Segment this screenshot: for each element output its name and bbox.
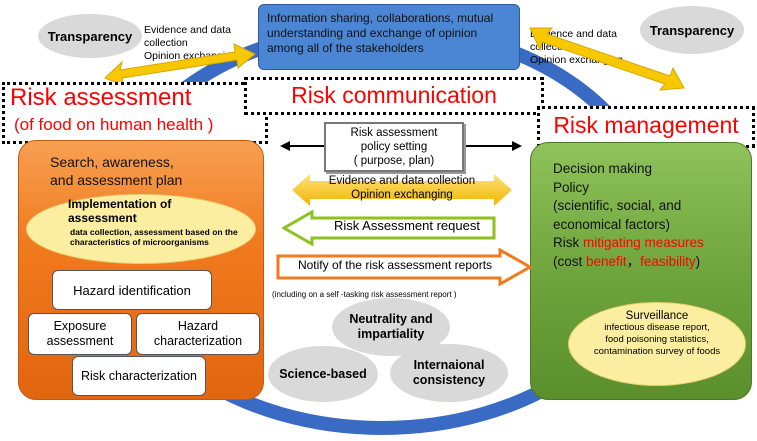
risk-characterization-box: Risk characterization bbox=[72, 356, 206, 396]
evidence-center-text: Evidence and data collection Opinion exc… bbox=[328, 175, 476, 201]
implementation-detail: data collection, assessment based on the… bbox=[70, 227, 238, 247]
footnote: (including on a self -tasking risk asses… bbox=[272, 290, 457, 299]
transparency-right: Transparency bbox=[640, 6, 744, 54]
science-ellipse: Science-based bbox=[268, 346, 378, 402]
risk-assessment-title-box bbox=[2, 82, 268, 144]
yellow-arrow-right bbox=[529, 27, 685, 91]
surveillance-text: Surveillance infectious disease report, … bbox=[593, 310, 721, 357]
assessment-heading: Search, awareness, and assessment plan bbox=[50, 154, 183, 188]
transparency-left: Transparency bbox=[38, 14, 142, 58]
surveillance-ellipse bbox=[568, 302, 746, 386]
implementation-ellipse bbox=[26, 194, 256, 264]
risk-assessment-title: Risk assessment bbox=[10, 84, 192, 111]
exposure-assessment-box: Exposure assessment bbox=[28, 313, 132, 355]
hazard-identification-box: Hazard identification bbox=[52, 270, 212, 310]
notify-arrow bbox=[276, 248, 534, 286]
management-text: Decision making Policy (scientific, soci… bbox=[553, 161, 704, 269]
risk-communication-title-box bbox=[244, 77, 544, 115]
risk-assessment-subtitle: (of food on human health ) bbox=[14, 115, 214, 134]
international-ellipse: Internaional consistency bbox=[390, 344, 508, 402]
hazard-characterization-box: Hazard characterization bbox=[136, 313, 260, 355]
implementation-title: Implementation of assessment bbox=[68, 197, 172, 225]
stakeholder-text: Information sharing, collaborations, mut… bbox=[267, 11, 494, 55]
risk-communication-title: Risk communication bbox=[291, 82, 497, 108]
request-arrow-label: Risk Assessment request bbox=[334, 218, 480, 233]
notify-arrow-label: Notify of the risk assessment reports bbox=[297, 258, 493, 272]
request-arrow bbox=[282, 210, 496, 246]
policy-box: Risk assessment policy setting ( purpose… bbox=[324, 122, 464, 172]
risk-management-title: Risk management bbox=[553, 112, 739, 138]
evidence-center-arrow bbox=[292, 174, 512, 206]
stakeholder-box: Information sharing, collaborations, mut… bbox=[258, 4, 520, 70]
yellow-arrow-left bbox=[104, 43, 256, 87]
